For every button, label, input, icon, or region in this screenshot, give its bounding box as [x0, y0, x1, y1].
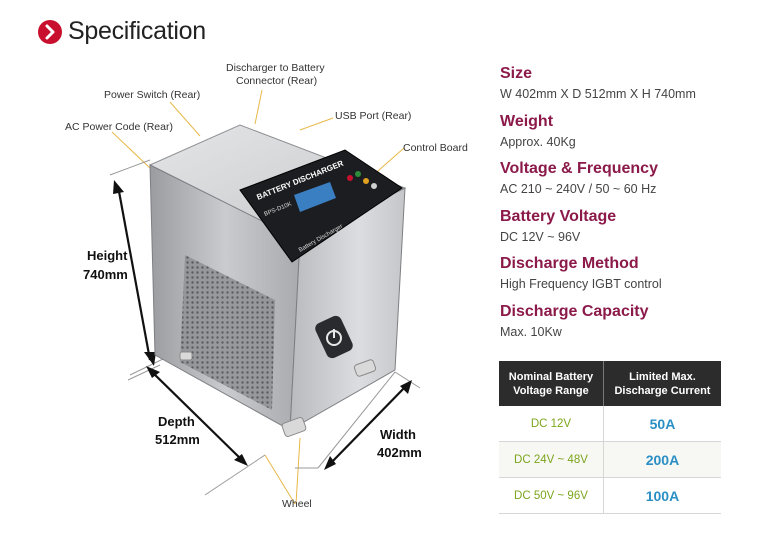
chevron-right-icon	[38, 20, 62, 44]
current-cell: 50A	[603, 406, 721, 442]
table-header-row: Nominal Battery Voltage Range Limited Ma…	[499, 361, 721, 406]
page-title: Specification	[68, 17, 206, 45]
table-row: DC 50V ~ 96V 100A	[499, 477, 721, 514]
callout-usb: USB Port (Rear)	[335, 110, 412, 122]
callout-wheel: Wheel	[282, 498, 312, 510]
spec-title: Discharge Method	[500, 255, 639, 272]
spec-discharge-capacity: Discharge Capacity Max. 10Kw	[500, 302, 770, 341]
spec-title: Weight	[500, 113, 554, 130]
spec-value: W 402mm X D 512mm X H 740mm	[500, 87, 696, 101]
callout-line-ac	[111, 131, 153, 171]
width-value: 402mm	[377, 445, 422, 460]
callout-connector-line2: Connector (Rear)	[236, 75, 318, 87]
callout-connector-line1: Discharger to Battery	[226, 62, 325, 74]
device-illustration: BATTERY DISCHARGER BPS-D10K Battery Disc…	[109, 89, 421, 505]
spec-voltage-frequency: Voltage & Frequency AC 210 ~ 240V / 50 ~…	[500, 159, 770, 198]
spec-title: Discharge Capacity	[500, 303, 649, 320]
callout-line-usb	[299, 117, 334, 131]
height-arrow	[116, 185, 152, 361]
depth-label: Depth	[158, 414, 195, 429]
callout-power-switch: Power Switch (Rear)	[104, 89, 201, 101]
spec-value: Max. 10Kw	[500, 325, 562, 339]
voltage-cell: DC 50V ~ 96V	[499, 477, 604, 514]
current-cell: 100A	[603, 477, 721, 514]
voltage-cell: DC 24V ~ 48V	[499, 441, 604, 478]
height-value: 740mm	[83, 267, 128, 282]
power-icon	[315, 315, 353, 359]
current-cell: 200A	[603, 441, 721, 478]
col-current-header: Limited Max. Discharge Current	[603, 361, 721, 406]
col-voltage-header-line1: Nominal Battery	[508, 370, 594, 383]
table-row: DC 12V 50A	[499, 406, 721, 442]
callout-line-connector	[254, 89, 263, 125]
callout-line-wheel1	[264, 454, 296, 505]
width-arrow	[327, 383, 409, 467]
spec-weight: Weight Approx. 40Kg	[500, 112, 770, 151]
spec-discharge-method: Discharge Method High Frequency IGBT con…	[500, 254, 770, 293]
height-label: Height	[87, 248, 128, 263]
spec-value: Approx. 40Kg	[500, 135, 576, 149]
col-current-header-line1: Limited Max.	[629, 370, 696, 383]
spec-title: Voltage & Frequency	[500, 160, 658, 177]
width-label: Width	[380, 427, 416, 442]
spec-value: High Frequency IGBT control	[500, 277, 662, 291]
spec-title: Battery Voltage	[500, 208, 617, 225]
col-voltage-header-line2: Voltage Range	[513, 384, 589, 397]
col-voltage-header: Nominal Battery Voltage Range	[499, 361, 604, 406]
callout-line-switch	[169, 101, 201, 137]
spec-title: Size	[500, 65, 533, 82]
callout-ac-power: AC Power Code (Rear)	[65, 121, 173, 133]
depth-value: 512mm	[155, 432, 200, 447]
callout-control-board: Control Board	[403, 142, 468, 154]
table-row: DC 24V ~ 48V 200A	[499, 441, 721, 478]
spec-size: Size W 402mm X D 512mm X H 740mm	[500, 64, 770, 103]
voltage-cell: DC 12V	[499, 406, 604, 442]
spec-value: DC 12V ~ 96V	[500, 230, 581, 244]
callout-line-wheel2	[295, 437, 301, 505]
spec-battery-voltage: Battery Voltage DC 12V ~ 96V	[500, 207, 770, 246]
spec-value: AC 210 ~ 240V / 50 ~ 60 Hz	[500, 182, 657, 196]
discharge-current-table: Nominal Battery Voltage Range Limited Ma…	[499, 361, 721, 514]
col-current-header-line2: Discharge Current	[614, 384, 711, 397]
depth-arrow	[149, 369, 245, 463]
